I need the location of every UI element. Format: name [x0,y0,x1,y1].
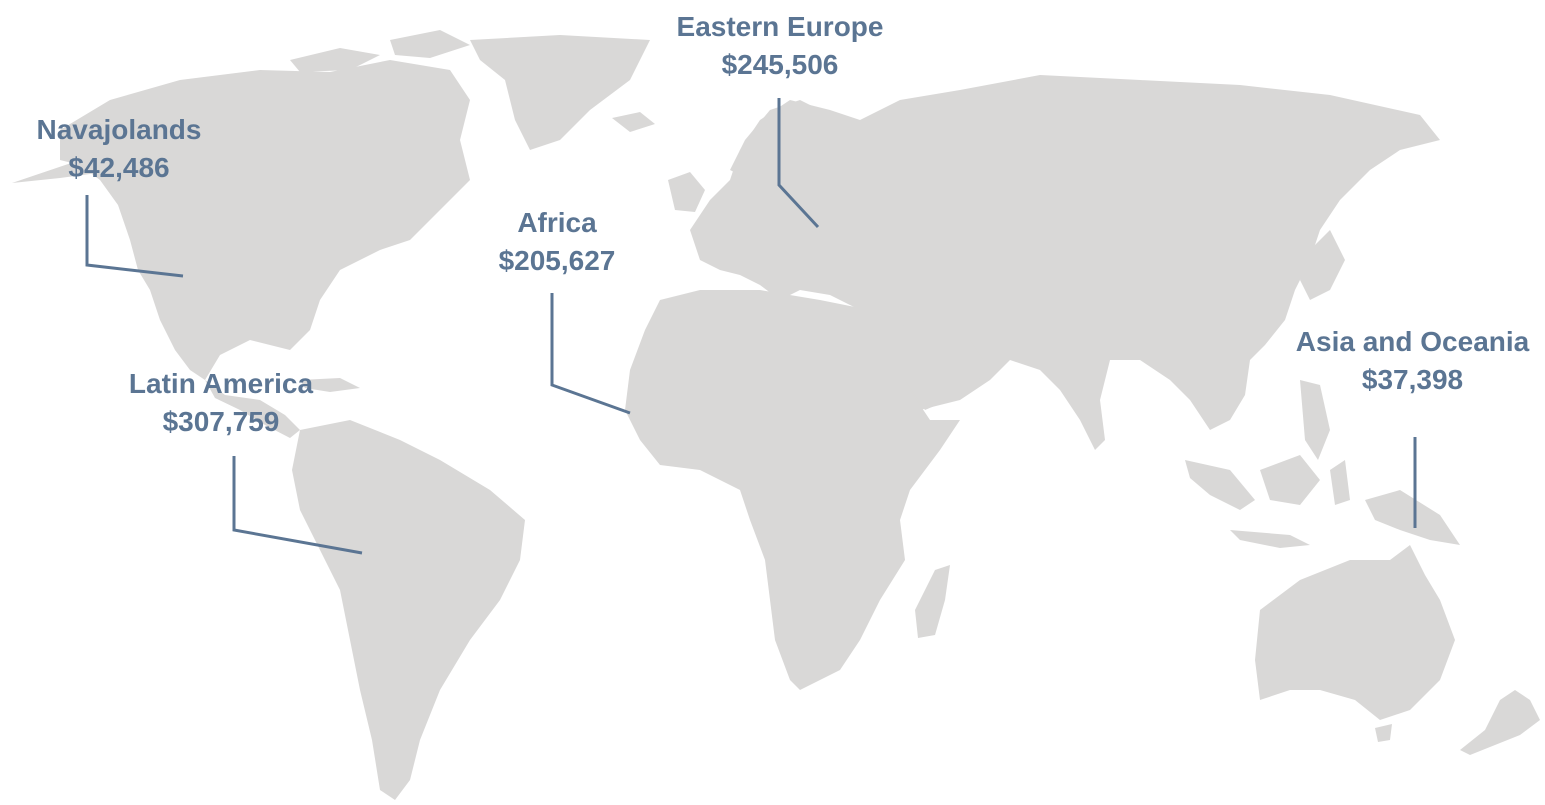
leader-lines [85,98,1417,555]
region-value: $42,486 [68,152,170,183]
region-name: Asia and Oceania [1295,326,1530,357]
eastern-europe-leader-line [777,98,820,229]
region-value: $307,759 [162,406,280,437]
region-name: Latin America [128,368,314,399]
region-value: $245,506 [721,49,839,80]
region-name: Eastern Europe [676,11,884,42]
callout-africa: Africa $205,627 [454,204,660,280]
callout-asia-oceania: Asia and Oceania $37,398 [1280,323,1545,399]
navajolands-leader-line [85,195,184,278]
latin-america-leader-line [232,456,363,555]
region-name: Africa [517,207,597,238]
africa-leader-line [550,293,631,415]
callout-latin-america: Latin America $307,759 [101,365,341,441]
region-name: Navajolands [36,114,202,145]
region-value: $205,627 [498,245,616,276]
region-value: $37,398 [1361,364,1464,395]
callout-eastern-europe: Eastern Europe $245,506 [630,8,930,84]
world-landmass [12,30,1540,800]
callout-navajolands: Navajolands $42,486 [0,111,238,187]
